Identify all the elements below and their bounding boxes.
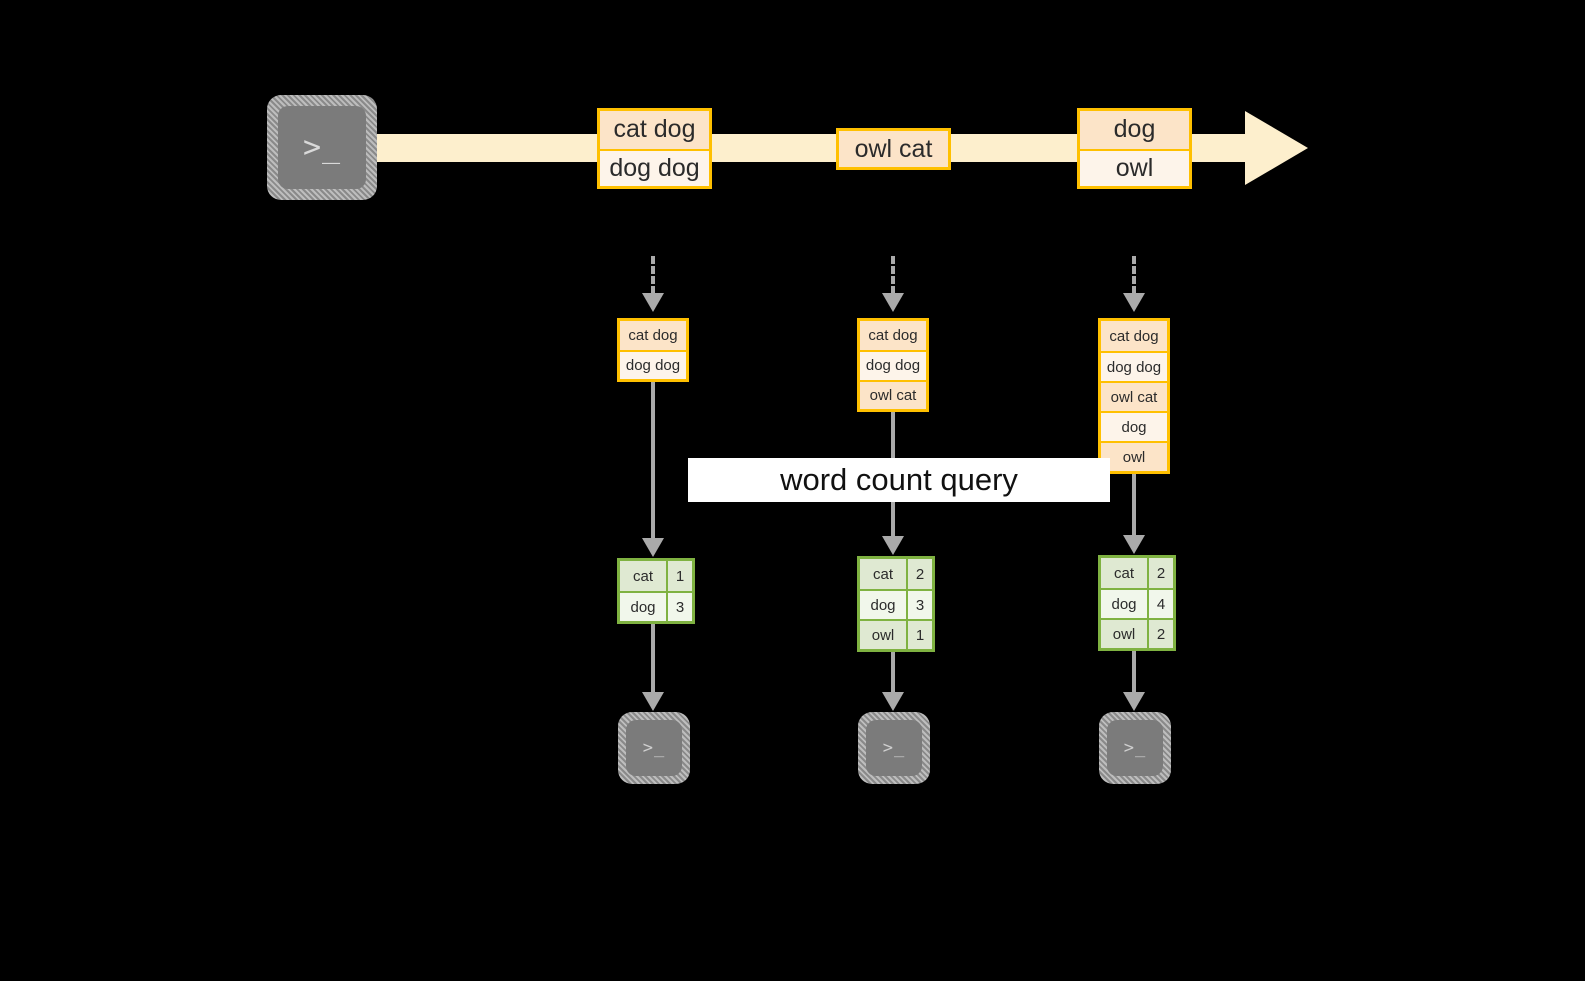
snapshot-input-cell: cat dog: [1101, 321, 1167, 351]
consumer-terminal-icon-3[interactable]: >_: [1099, 712, 1171, 784]
query-flow-line-1: [651, 382, 655, 539]
stream-record-cell: cat dog: [600, 111, 709, 149]
query-flow-arrowhead-1: [642, 538, 664, 557]
snapshot-input-table-2[interactable]: cat dog dog dog owl cat: [857, 318, 929, 412]
result-count-cell: 2: [1147, 558, 1173, 588]
terminal-screen: [278, 106, 366, 189]
snapshot-input-cell: dog dog: [1101, 351, 1167, 381]
producer-terminal-icon[interactable]: >_: [267, 95, 377, 200]
result-count-cell: 1: [906, 621, 932, 649]
snapshot-input-cell: cat dog: [620, 321, 686, 350]
terminal-prompt-glyph: >_: [882, 737, 906, 758]
result-row: dog 3: [860, 589, 932, 619]
result-count-cell: 2: [906, 559, 932, 589]
snapshot-trigger-arrowhead-2: [882, 293, 904, 312]
result-word-cell: dog: [620, 593, 666, 621]
snapshot-input-table-3[interactable]: cat dog dog dog owl cat dog owl: [1098, 318, 1170, 474]
stream-record-group-3[interactable]: dog owl: [1077, 108, 1192, 189]
result-count-cell: 3: [666, 593, 692, 621]
result-word-cell: owl: [1101, 620, 1147, 648]
terminal-screen: [1107, 720, 1163, 776]
snapshot-input-cell: owl cat: [860, 379, 926, 409]
result-word-cell: owl: [860, 621, 906, 649]
query-label-band: word count query: [688, 458, 1110, 502]
stream-record-cell: owl: [1080, 148, 1189, 186]
stream-record-cell: owl cat: [839, 131, 948, 167]
terminal-screen: [866, 720, 922, 776]
result-output-line-1: [651, 624, 655, 693]
query-flow-arrowhead-2: [882, 536, 904, 555]
consumer-terminal-icon-2[interactable]: >_: [858, 712, 930, 784]
terminal-prompt-glyph: >_: [302, 129, 342, 165]
stream-arrow-head: [1245, 111, 1308, 185]
result-output-line-2: [891, 652, 895, 693]
result-output-arrowhead-2: [882, 692, 904, 711]
result-row: dog 3: [620, 591, 692, 621]
result-word-cell: cat: [1101, 558, 1147, 588]
result-count-cell: 1: [666, 561, 692, 591]
snapshot-input-table-1[interactable]: cat dog dog dog: [617, 318, 689, 382]
result-word-cell: cat: [860, 559, 906, 589]
terminal-prompt-glyph: >_: [1123, 737, 1147, 758]
result-row: cat 2: [1101, 558, 1173, 588]
result-row: owl 2: [1101, 618, 1173, 648]
result-table-1[interactable]: cat 1 dog 3: [617, 558, 695, 624]
query-label-text: word count query: [780, 462, 1018, 497]
result-word-cell: dog: [1101, 590, 1147, 618]
snapshot-input-cell: dog dog: [860, 350, 926, 380]
result-count-cell: 3: [906, 591, 932, 619]
stream-record-group-2[interactable]: owl cat: [836, 128, 951, 170]
result-count-cell: 4: [1147, 590, 1173, 618]
result-table-2[interactable]: cat 2 dog 3 owl 1: [857, 556, 935, 652]
stream-record-group-1[interactable]: cat dog dog dog: [597, 108, 712, 189]
stream-record-cell: dog dog: [600, 148, 709, 186]
stream-record-cell: dog: [1080, 111, 1189, 149]
consumer-terminal-icon-1[interactable]: >_: [618, 712, 690, 784]
snapshot-input-cell: dog: [1101, 411, 1167, 441]
snapshot-input-cell: owl cat: [1101, 381, 1167, 411]
query-flow-line-3: [1132, 474, 1136, 536]
result-output-line-3: [1132, 651, 1136, 693]
snapshot-trigger-arrowhead-1: [642, 293, 664, 312]
result-word-cell: cat: [620, 561, 666, 591]
result-table-3[interactable]: cat 2 dog 4 owl 2: [1098, 555, 1176, 651]
result-row: owl 1: [860, 619, 932, 649]
snapshot-input-cell: dog dog: [620, 350, 686, 379]
snapshot-input-cell: owl: [1101, 441, 1167, 471]
result-row: cat 2: [860, 559, 932, 589]
result-row: cat 1: [620, 561, 692, 591]
terminal-screen: [626, 720, 682, 776]
result-word-cell: dog: [860, 591, 906, 619]
result-output-arrowhead-3: [1123, 692, 1145, 711]
result-output-arrowhead-1: [642, 692, 664, 711]
result-count-cell: 2: [1147, 620, 1173, 648]
snapshot-trigger-arrowhead-3: [1123, 293, 1145, 312]
snapshot-trigger-line-1: [651, 256, 655, 294]
result-row: dog 4: [1101, 588, 1173, 618]
snapshot-trigger-line-2: [891, 256, 895, 294]
terminal-prompt-glyph: >_: [642, 737, 666, 758]
snapshot-trigger-line-3: [1132, 256, 1136, 294]
snapshot-input-cell: cat dog: [860, 321, 926, 351]
query-flow-arrowhead-3: [1123, 535, 1145, 554]
